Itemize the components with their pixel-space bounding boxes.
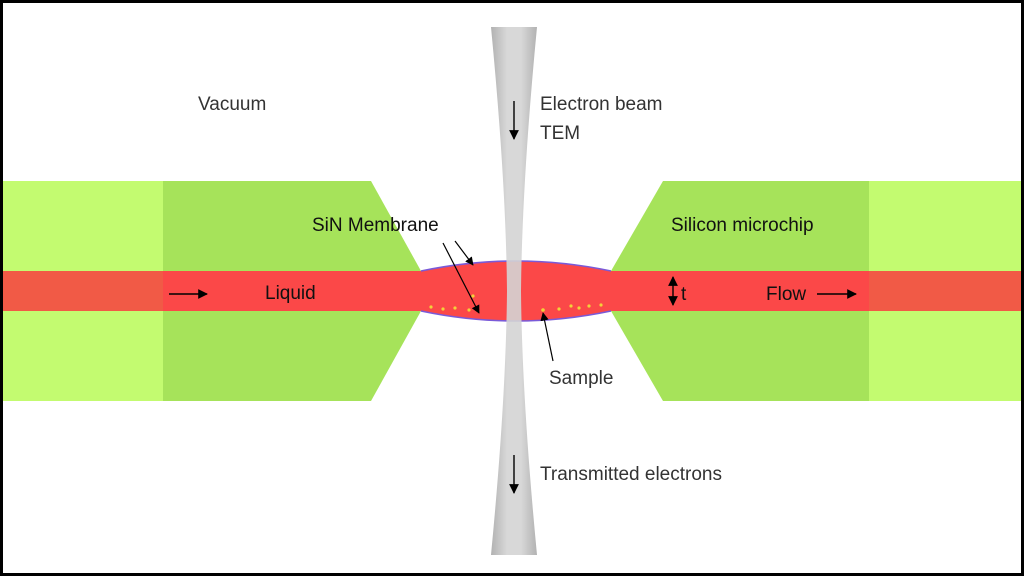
sample-particles [429,294,603,312]
electron-beam [491,27,537,555]
liquid-channel-right [607,271,869,311]
electron-beam-label: Electron beam [540,94,663,115]
flow-label: Flow [766,284,806,305]
thickness-label: t [681,284,687,305]
liquid-cell-tem-diagram: Vacuum Electron beam TEM SiN Membrane Si… [3,27,1021,555]
sample-pointer [540,312,554,362]
membrane-pointer-top [454,240,474,266]
vacuum-label: Vacuum [198,94,266,115]
silicon-microchip-label: Silicon microchip [671,215,814,236]
liquid-channel-left-outer [3,271,163,311]
transmitted-electrons-label: Transmitted electrons [540,464,722,485]
liquid-channel-right-outer [869,271,1021,311]
membrane-pointer-bottom [442,242,480,314]
tem-label: TEM [540,123,580,144]
sample-label: Sample [549,368,613,389]
sin-membrane-label: SiN Membrane [312,215,439,236]
liquid-label: Liquid [265,283,316,304]
